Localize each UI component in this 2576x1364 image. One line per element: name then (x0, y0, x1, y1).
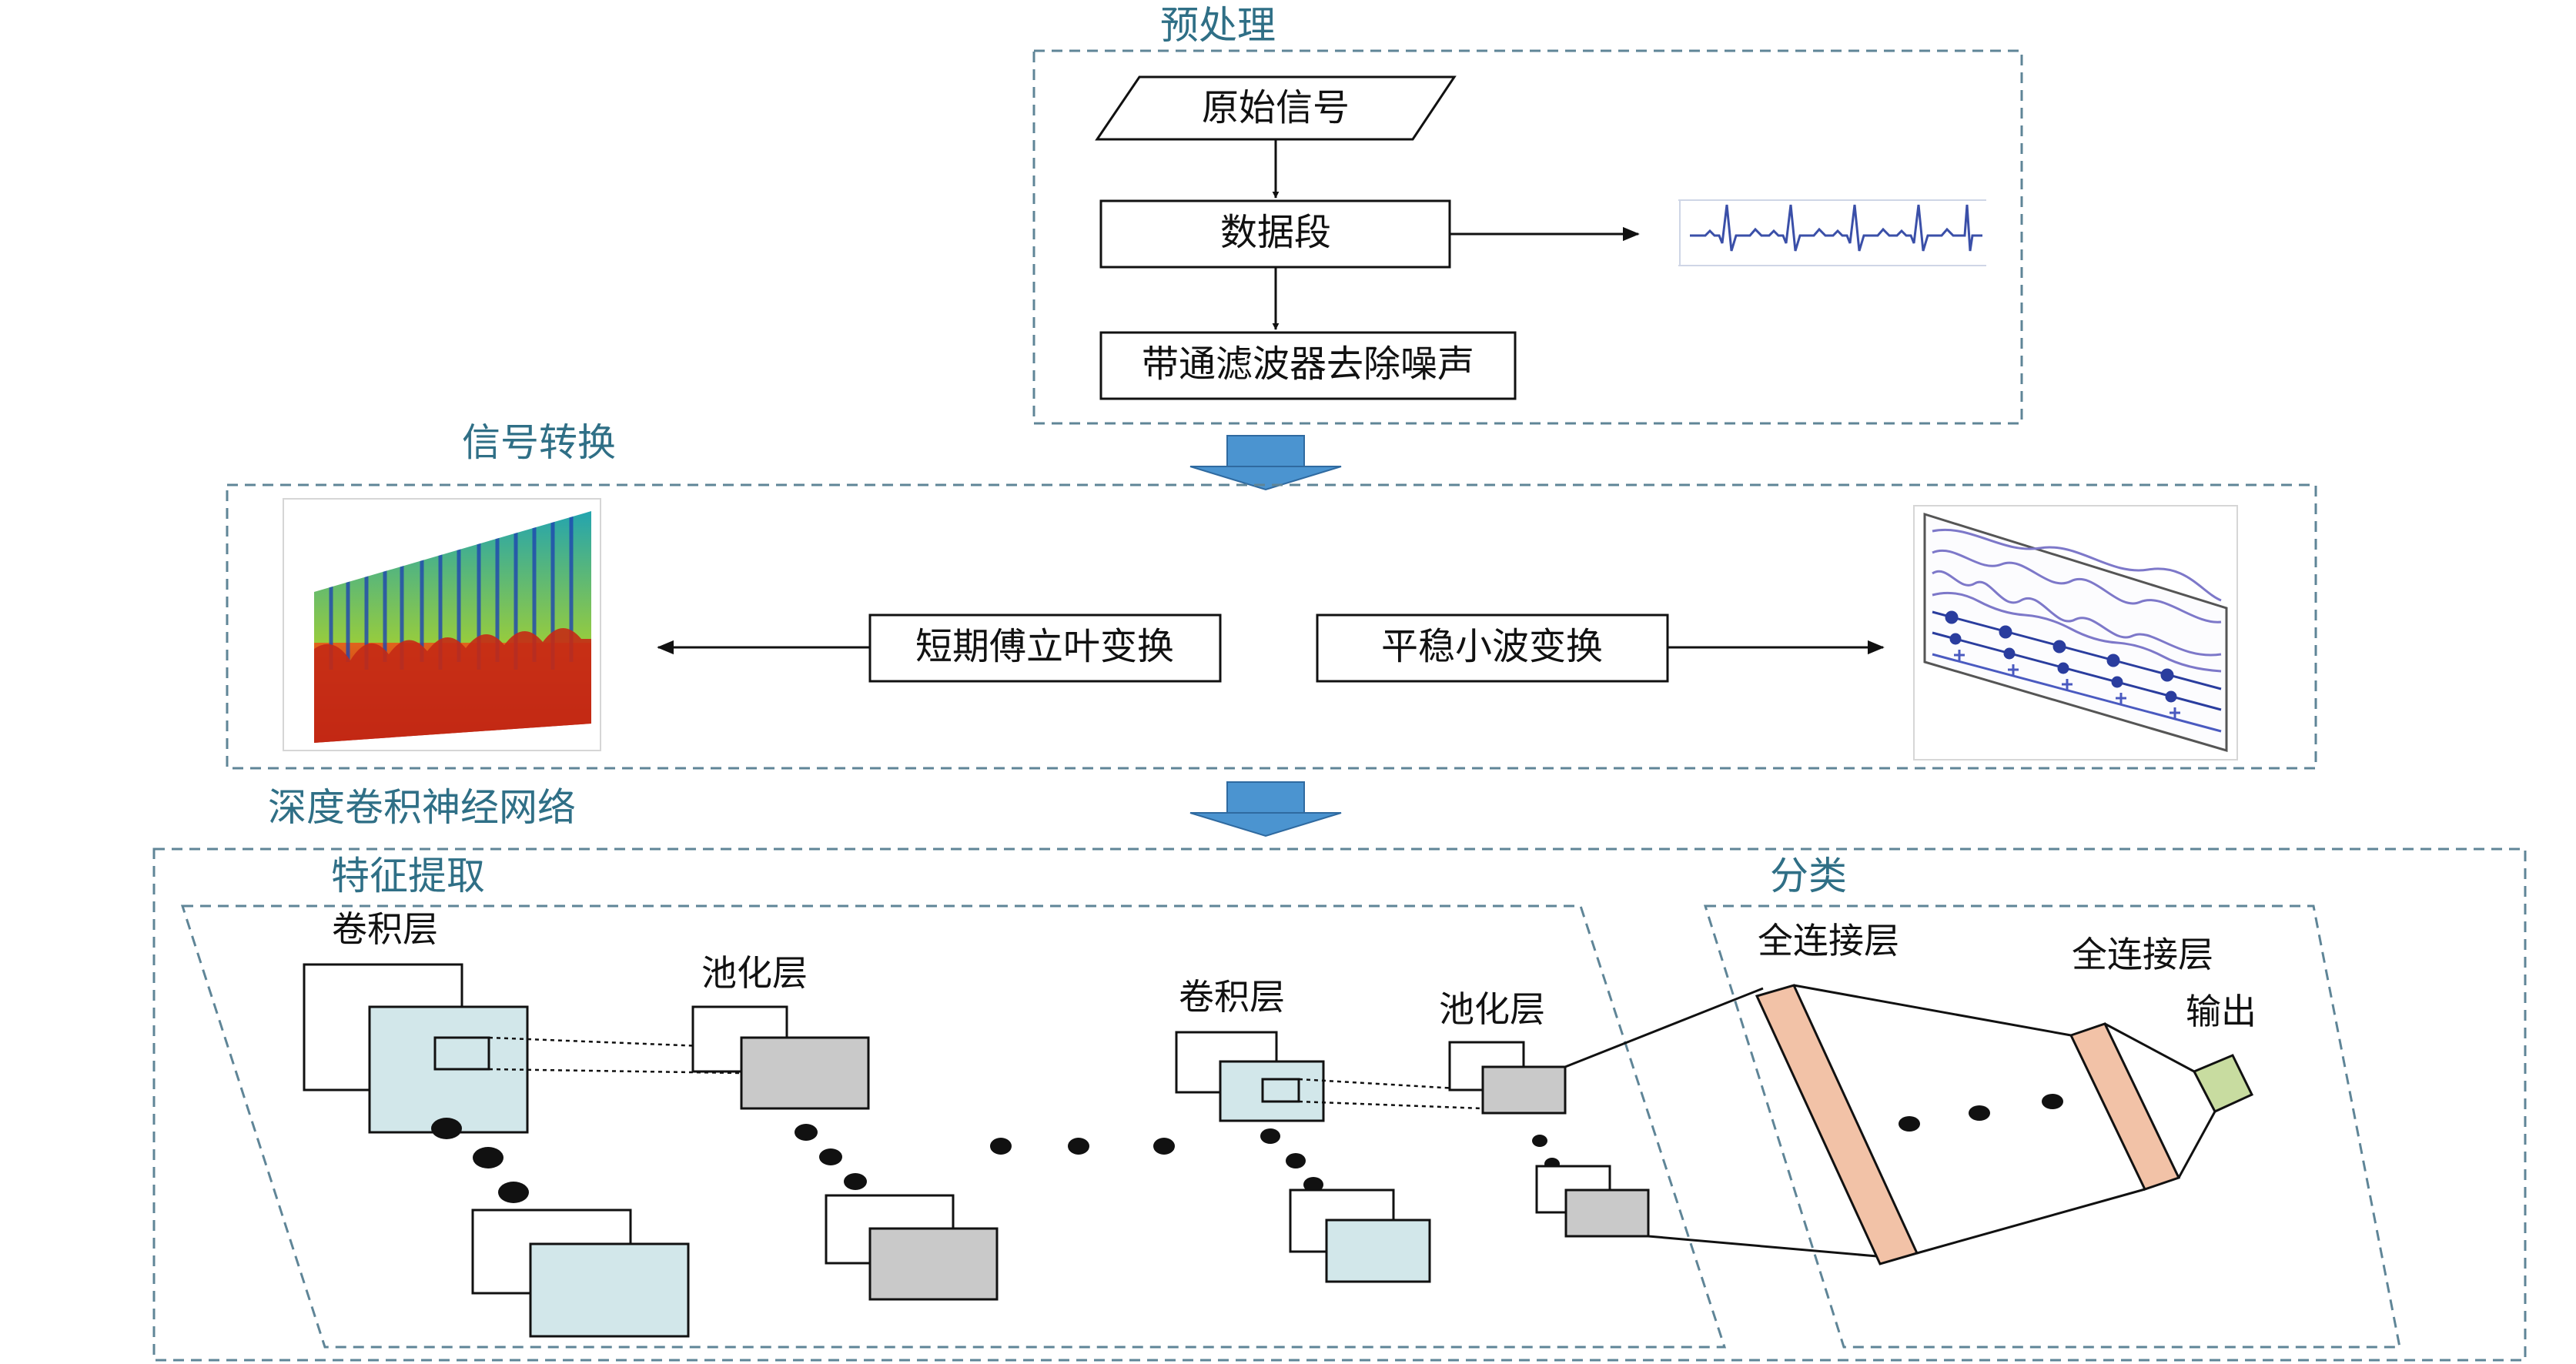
pool-layer-2-label: 池化层 (1439, 988, 1545, 1030)
section-title-preprocess: 预处理 (1160, 3, 1276, 48)
swt-box (1316, 613, 1669, 683)
ellipsis-dot (473, 1147, 503, 1168)
ellipsis-dot (1899, 1116, 1920, 1132)
fc-layer-1-label: 全连接层 (1758, 920, 1899, 961)
conv-layer-2-map-bottom (1325, 1219, 1431, 1283)
ellipsis-dot (2042, 1094, 2063, 1109)
conv-layer-2-kernel (1261, 1078, 1300, 1103)
ellipsis-dot (498, 1182, 529, 1203)
conv-layer-2-label: 卷积层 (1179, 976, 1285, 1018)
stft-box (868, 613, 1222, 683)
conv-layer-1-map-bottom (529, 1242, 690, 1338)
output-label: 输出 (2186, 991, 2257, 1032)
denoise-label: 带通滤波器去除噪声 (1142, 343, 1474, 386)
feature-extraction-frame (180, 904, 1727, 1349)
conv-layer-1-kernel (433, 1036, 490, 1071)
classification-frame (1703, 904, 2401, 1349)
pool-layer-1-map-bottom (868, 1227, 999, 1301)
fc-layer-2-label: 全连接层 (2072, 934, 2213, 975)
down-arrow-icon (1189, 781, 1342, 837)
ellipsis-dot (990, 1138, 1012, 1155)
ellipsis-dot (431, 1118, 462, 1139)
fc-connection-line (1916, 1188, 2146, 1255)
stft-label: 短期傅立叶变换 (915, 625, 1174, 668)
section-title-feature-extraction: 特征提取 (331, 854, 485, 898)
kernel-projection-line (1298, 1100, 1484, 1110)
ellipsis-dot (844, 1173, 867, 1190)
fc-layer-2-bar (2069, 1022, 2181, 1191)
swt-label: 平稳小波变换 (1381, 625, 1603, 668)
ellipsis-dot (1969, 1105, 1990, 1121)
ellipsis-dot (1153, 1138, 1175, 1155)
ellipsis-dot (1532, 1135, 1547, 1147)
ellipsis-dot (1303, 1177, 1323, 1192)
fc-connection-line (1648, 1235, 1878, 1258)
pool-layer-1-label: 池化层 (701, 952, 808, 994)
down-arrow-icon (1189, 435, 1342, 491)
section-title-dcnn: 深度卷积神经网络 (268, 785, 576, 830)
pool-layer-2-map-bottom (1564, 1188, 1650, 1238)
segment-label: 数据段 (1220, 211, 1331, 254)
segment-box (1099, 199, 1451, 269)
spectrogram-image (283, 498, 601, 751)
section-title-classification: 分类 (1770, 854, 1847, 898)
fc-layer-1-bar (1755, 984, 1919, 1265)
output-connection-line (2177, 1111, 2216, 1178)
ellipsis-dot (1068, 1138, 1089, 1155)
wavelet-decomposition-image (1913, 505, 2238, 761)
ellipsis-dot (819, 1148, 842, 1165)
ellipsis-dot (795, 1124, 818, 1141)
raw-signal-label: 原始信号 (1202, 86, 1350, 129)
section-title-signal-transform: 信号转换 (462, 420, 616, 465)
output-connection-line (2104, 1022, 2195, 1073)
fc-connection-line (1793, 984, 2072, 1037)
fc-connection-line (1564, 987, 1764, 1068)
output-node (2192, 1054, 2254, 1113)
ellipsis-dot (1260, 1128, 1280, 1144)
ellipsis-dot (1286, 1153, 1306, 1168)
pool-layer-1-map (740, 1036, 870, 1110)
raw-signal-parallelogram (1095, 75, 1457, 141)
dcnn-section-frame (152, 847, 2527, 1362)
denoise-box (1099, 331, 1517, 400)
pool-layer-2-map (1481, 1065, 1567, 1115)
preprocess-section-frame (1032, 49, 2023, 425)
conv-layer-2-map (1219, 1060, 1325, 1122)
conv-layer-1-label: 卷积层 (332, 908, 438, 950)
ecg-waveform-icon (1678, 199, 1986, 266)
